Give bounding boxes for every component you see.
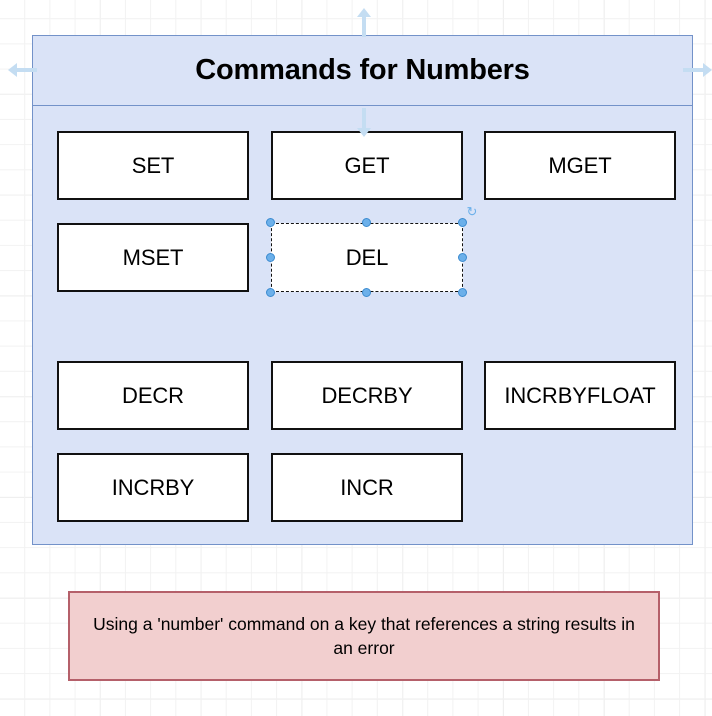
rotate-icon[interactable]: ↻: [466, 204, 478, 219]
selection-handle-e[interactable]: [458, 253, 467, 262]
command-box-get[interactable]: GET: [271, 131, 463, 200]
container-title-bar[interactable]: Commands for Numbers: [33, 36, 692, 106]
command-box-incrby[interactable]: INCRBY: [57, 453, 249, 522]
selection-handle-s[interactable]: [362, 288, 371, 297]
command-box-label: MGET: [548, 152, 612, 178]
command-box-label: DEL: [345, 244, 389, 270]
commands-container[interactable]: Commands for Numbers SET GET MGET MSET D…: [32, 35, 693, 545]
command-box-label: INCR: [340, 474, 394, 500]
command-box-label: SET: [131, 152, 175, 178]
command-box-decrby[interactable]: DECRBY: [271, 361, 463, 430]
selection-handle-w[interactable]: [266, 253, 275, 262]
container-title: Commands for Numbers: [195, 54, 530, 86]
note-text: Using a 'number' command on a key that r…: [93, 613, 635, 658]
command-box-set[interactable]: SET: [57, 131, 249, 200]
command-box-label: INCRBY: [111, 474, 195, 500]
command-box-label: MSET: [122, 244, 184, 270]
command-box-label: DECR: [122, 382, 184, 408]
selection-handle-ne[interactable]: [458, 218, 467, 227]
selection-handle-sw[interactable]: [266, 288, 275, 297]
command-box-incrbyfloat[interactable]: INCRBYFLOAT: [484, 361, 676, 430]
command-box-del[interactable]: DEL: [271, 223, 463, 292]
note-box[interactable]: Using a 'number' command on a key that r…: [68, 591, 660, 681]
selection-handle-se[interactable]: [458, 288, 467, 297]
command-box-label: GET: [344, 152, 390, 178]
command-box-incr[interactable]: INCR: [271, 453, 463, 522]
command-box-mget[interactable]: MGET: [484, 131, 676, 200]
command-box-decr[interactable]: DECR: [57, 361, 249, 430]
command-box-mset[interactable]: MSET: [57, 223, 249, 292]
selection-handle-n[interactable]: [362, 218, 371, 227]
command-box-label: INCRBYFLOAT: [504, 382, 656, 408]
command-box-label: DECRBY: [321, 382, 413, 408]
selection-handle-nw[interactable]: [266, 218, 275, 227]
